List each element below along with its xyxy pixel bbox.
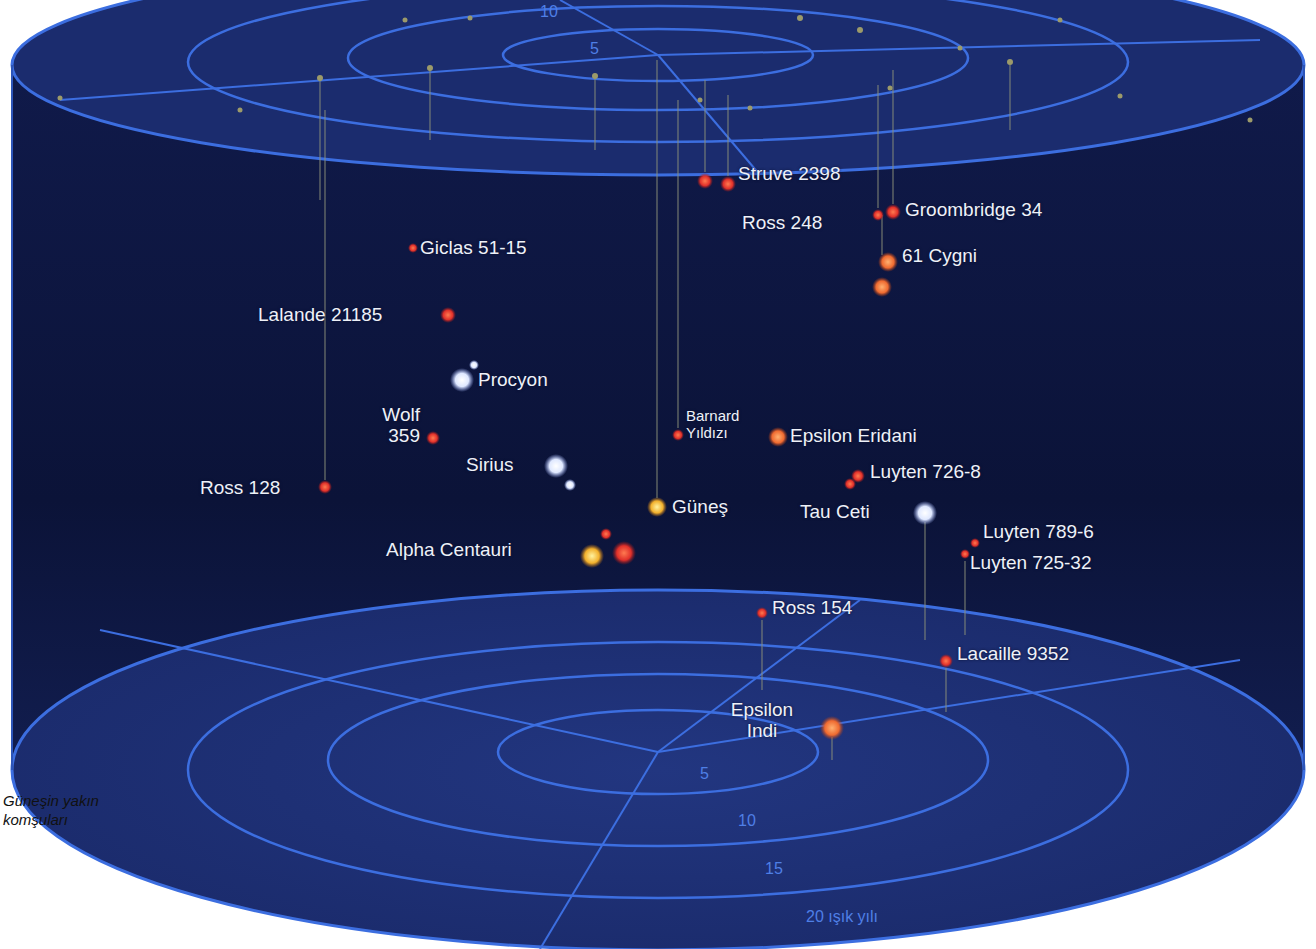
star-name: Alpha Centauri xyxy=(386,540,512,561)
star-name: Güneş xyxy=(672,497,728,518)
star-name: Wolf 359 xyxy=(360,405,420,447)
star-name: Epsilon Indi xyxy=(716,700,808,742)
star-name: Epsilon Eridani xyxy=(790,426,917,447)
star-name: Ross 248 xyxy=(742,213,822,234)
star-name: Ross 128 xyxy=(200,478,280,499)
star-name: Procyon xyxy=(478,370,548,391)
ring-distance: 10 xyxy=(738,812,756,830)
ring-distance: 5 xyxy=(700,765,709,783)
star-name: Giclas 51-15 xyxy=(420,238,527,259)
star-name: Tau Ceti xyxy=(800,502,870,523)
star-name: Struve 2398 xyxy=(738,164,840,185)
star-name: Luyten 789-6 xyxy=(983,522,1094,543)
star-name: Lacaille 9352 xyxy=(957,644,1069,665)
star-name: Sirius xyxy=(466,455,514,476)
figure-caption: Güneşin yakın komşuları xyxy=(3,792,121,830)
star-name: Groombridge 34 xyxy=(905,200,1042,221)
star-name: Ross 154 xyxy=(772,598,852,619)
star-name: 61 Cygni xyxy=(902,246,977,267)
star-name: Barnard Yıldızı xyxy=(686,408,756,441)
star-name: Luyten 725-32 xyxy=(970,553,1092,574)
ring-distance: 10 xyxy=(540,3,558,21)
star-name: Luyten 726-8 xyxy=(870,462,981,483)
ring-distance: 15 xyxy=(765,860,783,878)
ring-distance: 20 ışık yılı xyxy=(806,908,878,926)
star-name: Lalande 21185 xyxy=(258,305,382,326)
ring-distance: 5 xyxy=(590,40,599,58)
